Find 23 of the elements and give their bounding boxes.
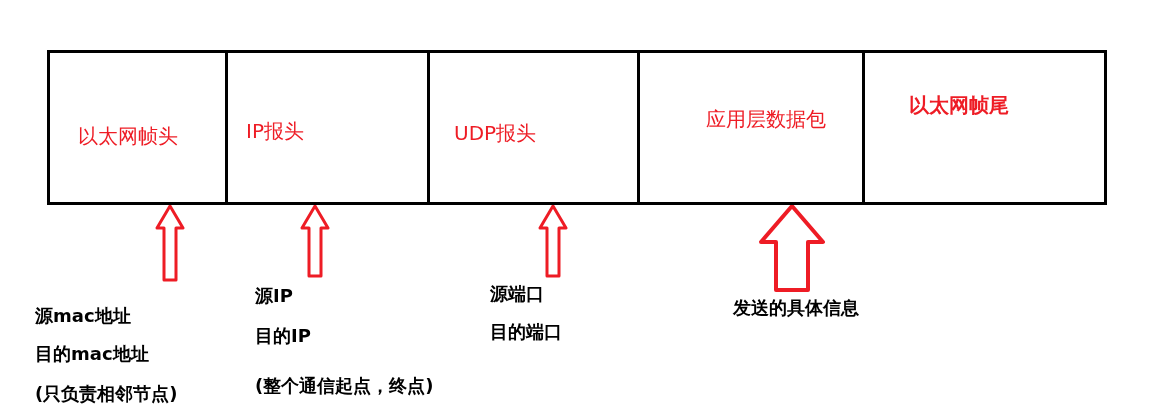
field-label: IP报头 <box>246 118 304 145</box>
note-text: 目的端口 <box>490 320 562 344</box>
header-cell <box>862 50 1107 205</box>
block-arrow <box>759 204 825 292</box>
header-cell <box>47 50 228 205</box>
field-label: 以太网帧尾 <box>909 92 1009 119</box>
note-text: 目的IP <box>255 324 311 348</box>
header-cell <box>427 50 640 205</box>
header-cell <box>225 50 430 205</box>
note-text: 发送的具体信息 <box>733 296 859 320</box>
note-text: 源端口 <box>490 282 544 306</box>
note-text: 目的mac地址 <box>35 342 149 366</box>
block-arrow <box>155 204 185 282</box>
note-text: 源IP <box>255 284 293 308</box>
block-arrow <box>300 204 330 278</box>
note-text: 源mac地址 <box>35 304 131 328</box>
field-label: UDP报头 <box>454 120 537 147</box>
note-text: (只负责相邻节点) <box>35 382 178 406</box>
header-cell <box>637 50 865 205</box>
field-label: 应用层数据包 <box>706 106 826 133</box>
field-label: 以太网帧头 <box>78 123 178 150</box>
block-arrow <box>538 204 568 278</box>
note-text: (整个通信起点，终点) <box>255 374 434 398</box>
